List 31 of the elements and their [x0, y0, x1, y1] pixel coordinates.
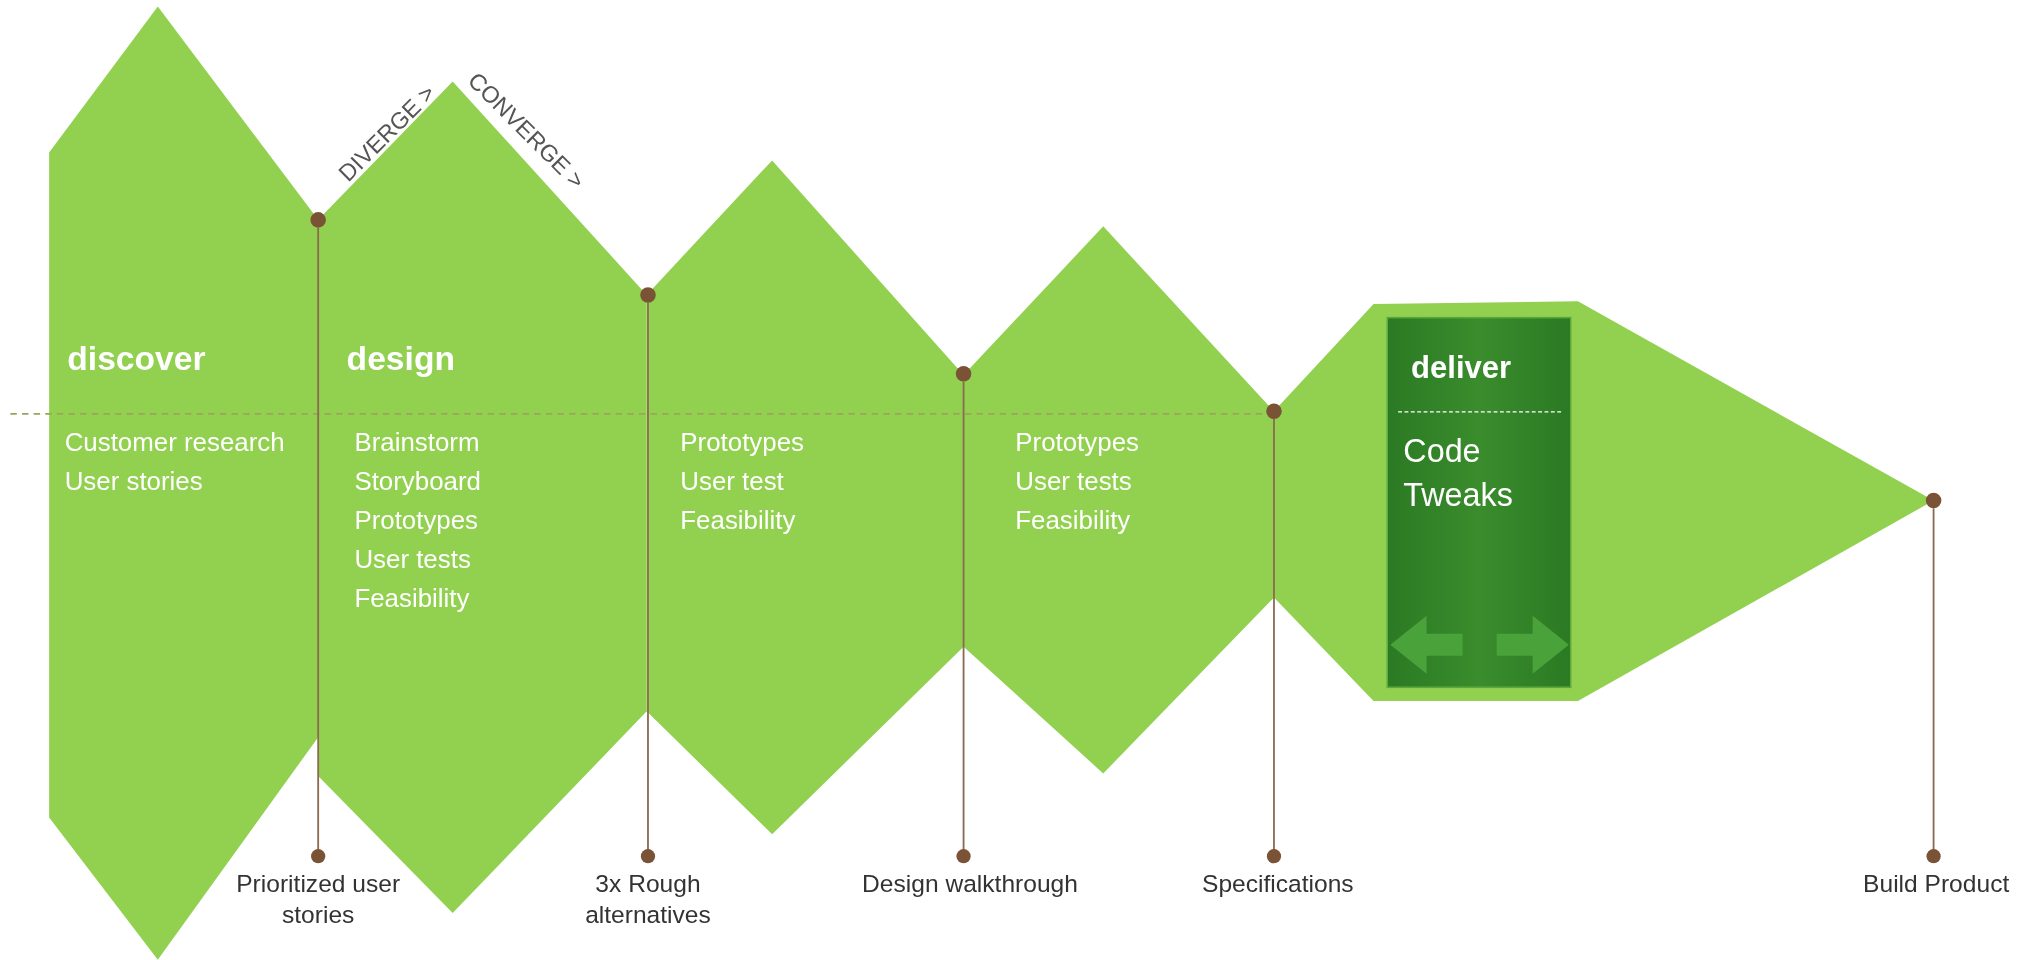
activity-item: User tests: [354, 543, 471, 575]
activity-item: Prototypes: [1015, 427, 1139, 459]
activity-item: Prototypes: [680, 427, 804, 459]
activity-item: Tweaks: [1403, 475, 1513, 514]
milestone-dot: [1925, 492, 1942, 509]
activity-item: Code: [1403, 432, 1481, 470]
activity-item: Feasibility: [354, 582, 470, 614]
activity-item: User stories: [64, 465, 203, 498]
milestone-label: Specifications: [1174, 856, 1382, 901]
leader-line: [311, 226, 326, 864]
leader-line: [956, 380, 971, 864]
phase-heading: discover: [67, 338, 206, 379]
phase-heading: deliver: [1411, 349, 1512, 386]
activity-item: Customer research: [64, 427, 285, 459]
leader-line: [1926, 507, 1941, 864]
activity-item: Storyboard: [354, 465, 481, 498]
activity-item: Feasibility: [1015, 504, 1131, 537]
activity-item: Brainstorm: [354, 427, 480, 459]
activity-item: User tests: [1015, 465, 1132, 498]
activity-item: Prototypes: [354, 504, 479, 537]
milestone-dot: [640, 287, 656, 303]
activity-item: Feasibility: [680, 504, 796, 537]
milestone-label: Design walkthrough: [827, 856, 1113, 901]
milestone-label: Build Product: [1845, 856, 2027, 901]
activity-item: User test: [680, 465, 784, 498]
leader-line: [1266, 418, 1282, 864]
milestone-label: Prioritized user stories: [221, 856, 416, 932]
deliver-panel: [1386, 316, 1572, 689]
leader-line: [640, 301, 656, 864]
milestone-label: 3x Rough alternatives: [563, 856, 733, 932]
phase-heading: design: [346, 338, 455, 379]
